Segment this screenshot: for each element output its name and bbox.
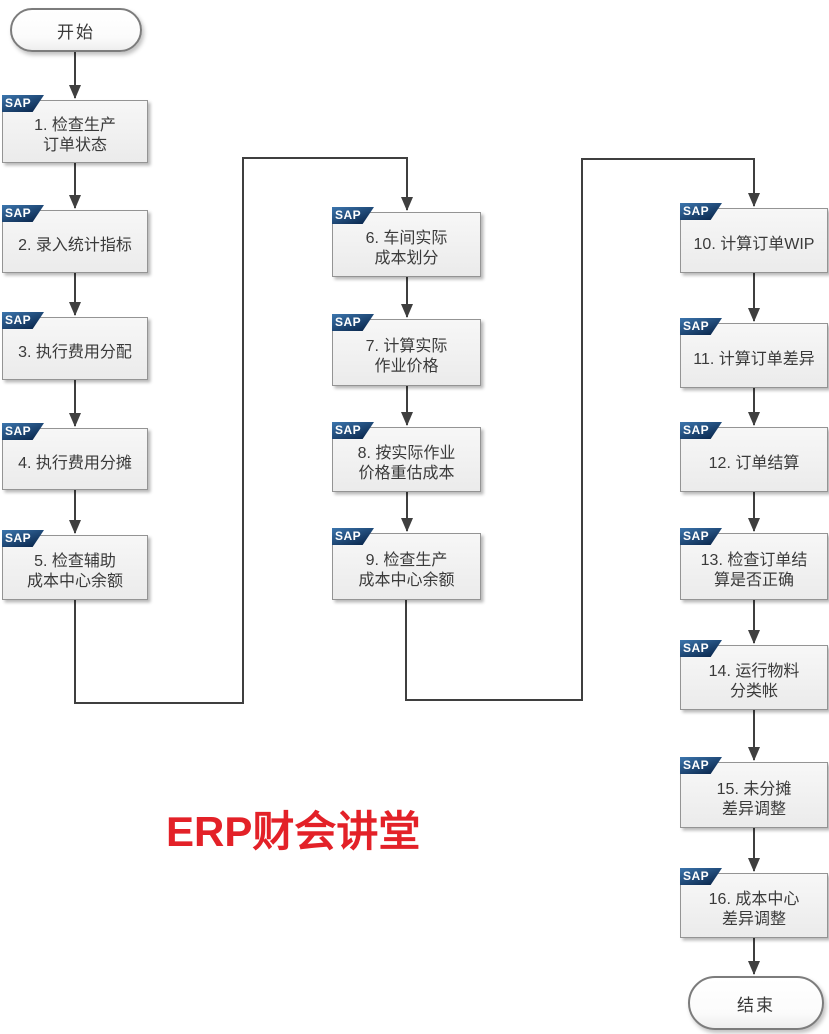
step-label: 9. 检查生产 成本中心余额	[358, 552, 455, 589]
process-step-15: SAP 15. 未分摊 差异调整	[680, 757, 828, 828]
step-label: 5. 检查辅助 成本中心余额	[26, 553, 123, 590]
step-label: 10. 计算订单WIP	[693, 236, 815, 253]
sap-logo-badge: SAP	[680, 868, 722, 885]
sap-logo-badge: SAP	[332, 422, 374, 439]
sap-logo-badge: SAP	[680, 318, 722, 335]
step-label: 12. 订单结算	[708, 455, 800, 472]
step-label: 13. 检查订单结 算是否正确	[700, 552, 808, 589]
sap-logo-badge: SAP	[2, 95, 44, 112]
process-step-9: SAP 9. 检查生产 成本中心余额	[332, 528, 481, 600]
watermark-text: ERP财会讲堂	[166, 808, 421, 855]
step-label: 4. 执行费用分摊	[18, 454, 132, 472]
step-label: 6. 车间实际 成本划分	[365, 230, 448, 267]
process-step-4: SAP 4. 执行费用分摊	[2, 423, 148, 490]
step-label: 8. 按实际作业 价格重估成本	[357, 445, 456, 482]
sap-logo-badge: SAP	[680, 422, 722, 439]
process-step-2: SAP 2. 录入统计指标	[2, 205, 148, 273]
sap-logo-badge: SAP	[2, 423, 44, 440]
end-label: 结束	[737, 995, 775, 1015]
sap-logo-badge: SAP	[680, 203, 722, 220]
sap-logo-badge: SAP	[680, 640, 722, 657]
step-label: 14. 运行物料 分类帐	[708, 663, 800, 700]
start-label: 开始	[57, 22, 95, 42]
process-step-3: SAP 3. 执行费用分配	[2, 312, 148, 380]
sap-logo-badge: SAP	[680, 528, 722, 545]
step-label: 15. 未分摊 差异调整	[716, 780, 792, 818]
sap-logo-badge: SAP	[332, 207, 374, 224]
process-step-10: SAP 10. 计算订单WIP	[680, 203, 828, 273]
process-step-6: SAP 6. 车间实际 成本划分	[332, 207, 481, 277]
sap-logo-badge: SAP	[332, 314, 374, 331]
process-step-12: SAP 12. 订单结算	[680, 422, 828, 492]
connector-9-to-10	[405, 158, 760, 701]
step-label: 7. 计算实际 作业价格	[365, 338, 448, 375]
step-label: 2. 录入统计指标	[18, 237, 132, 254]
step-label: 3. 执行费用分配	[18, 344, 132, 361]
process-step-11: SAP 11. 计算订单差异	[680, 318, 828, 388]
process-step-1: SAP 1. 检查生产 订单状态	[2, 95, 148, 163]
end-node: 结束	[688, 976, 824, 1030]
start-node: 开始	[10, 8, 142, 52]
step-label: 16. 成本中心 差异调整	[708, 891, 800, 928]
sap-logo-badge: SAP	[2, 205, 44, 222]
process-step-7: SAP 7. 计算实际 作业价格	[332, 314, 481, 386]
connector-5-to-6	[74, 157, 413, 704]
process-step-16: SAP 16. 成本中心 差异调整	[680, 868, 828, 938]
process-step-13: SAP 13. 检查订单结 算是否正确	[680, 528, 828, 600]
sap-logo-badge: SAP	[2, 530, 44, 547]
process-step-5: SAP 5. 检查辅助 成本中心余额	[2, 530, 148, 600]
step-label: 11. 计算订单差异	[693, 351, 815, 368]
process-step-14: SAP 14. 运行物料 分类帐	[680, 640, 828, 710]
sap-logo-badge: SAP	[680, 757, 722, 774]
step-label: 1. 检查生产 订单状态	[34, 117, 116, 154]
process-step-8: SAP 8. 按实际作业 价格重估成本	[332, 422, 481, 492]
sap-logo-badge: SAP	[332, 528, 374, 545]
sap-logo-badge: SAP	[2, 312, 44, 329]
